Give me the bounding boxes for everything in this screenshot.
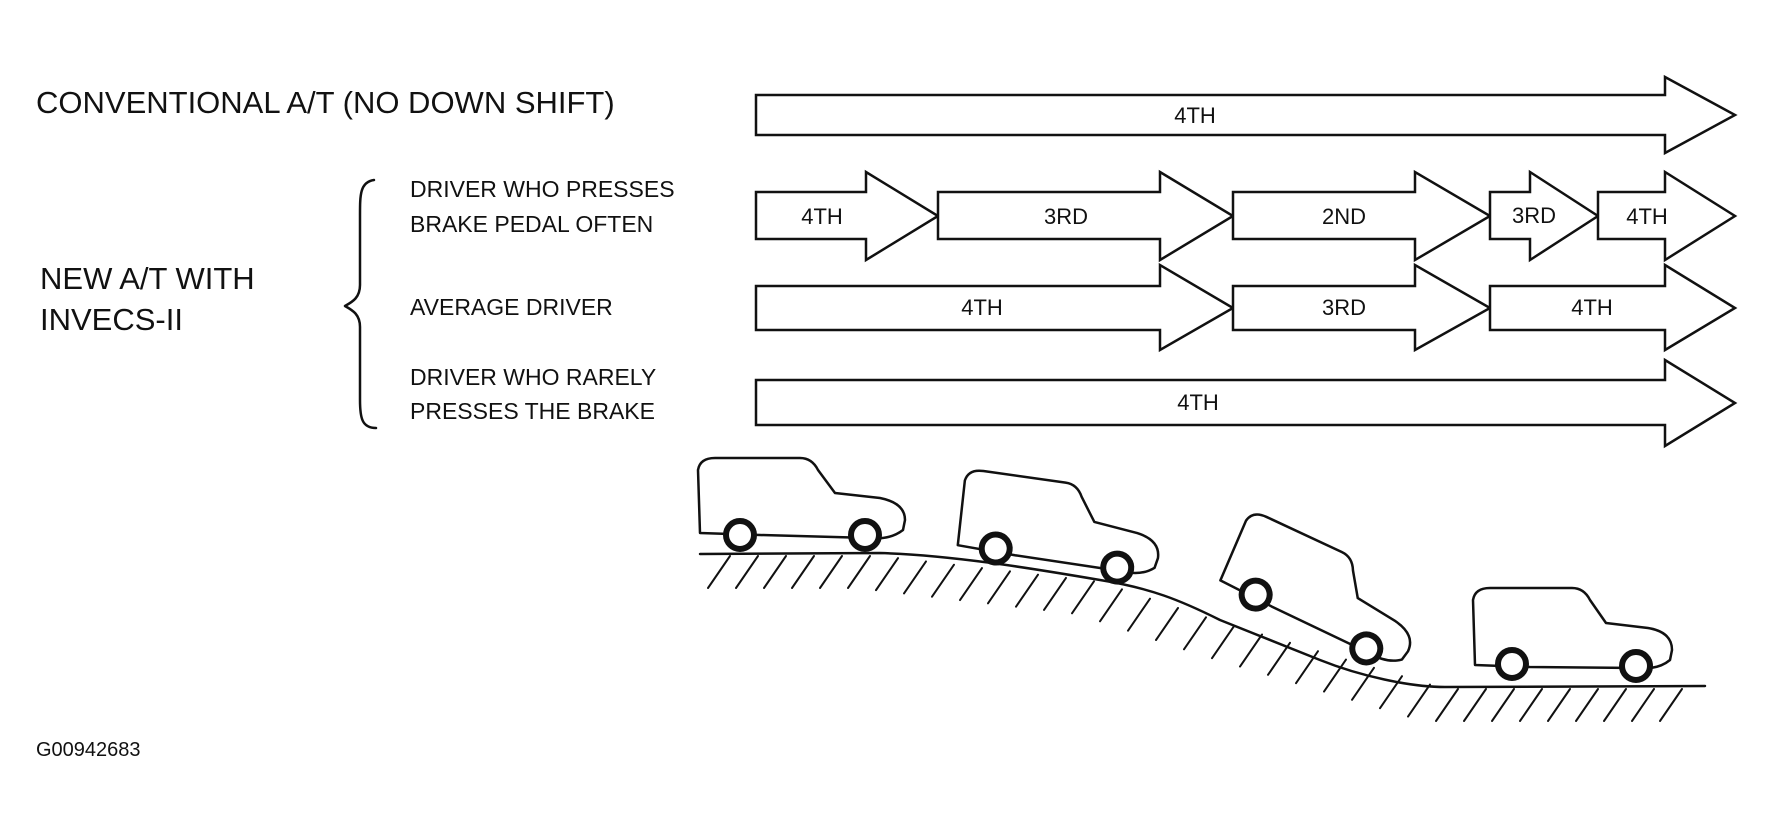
hatch-line [791,555,815,589]
hatch-line [1267,641,1291,676]
hatch-line [959,567,983,602]
hatch-line [1379,675,1403,710]
hatch-line [1099,588,1123,623]
hatch-line [735,555,759,589]
hatch-line [1239,633,1263,668]
hatch-line [847,555,871,589]
gear-label-4th: 4TH [1177,390,1219,415]
hatch-line [1351,666,1375,701]
hatch-line [1071,580,1095,615]
rarely-brake-gear-arrows: 4TH [754,357,1738,449]
gear-label-4th: 4TH [1174,103,1216,128]
hatch-line [1463,688,1487,722]
hatch-line [1575,688,1599,722]
hatch-line [1155,607,1179,641]
gear-label-4th: 4TH [1626,204,1668,229]
hatch-line [987,570,1011,605]
gear-label-4th: 4TH [801,204,843,229]
driver-often-label-line2: BRAKE PEDAL OFTEN [410,211,653,237]
conventional-at-label: CONVENTIONAL A/T (NO DOWN SHIFT) [36,85,615,120]
conventional-gear-arrow: 4TH [754,74,1738,156]
hatch-line [1183,616,1207,651]
gear-label-3rd: 3RD [1322,295,1366,320]
hatch-line [1211,625,1235,660]
hatch-line [1407,683,1431,718]
hatch-line [1603,688,1627,722]
new-at-label-line1: NEW A/T WITH [40,261,255,296]
hatch-line [1043,576,1067,611]
new-at-label-line2: INVECS-II [40,302,183,337]
hatch-line [931,563,955,598]
car-1 [696,456,907,552]
hatch-line [875,557,899,592]
driver-rarely-label-line2: PRESSES THE BRAKE [410,398,655,424]
driver-rarely-label-line1: DRIVER WHO RARELY [410,364,656,390]
car-2 [956,469,1160,585]
ground-hatching [707,555,1683,722]
car-4 [1471,586,1674,683]
hatch-line [1659,688,1683,722]
grouping-brace [343,178,378,430]
hatch-line [1435,688,1459,722]
hatch-line [1631,688,1655,722]
hatch-line [903,560,927,595]
hatch-line [1295,650,1319,685]
hill-road [698,551,1707,722]
gear-label-3rd: 3RD [1044,204,1088,229]
car-3 [1219,513,1412,666]
average-driver-label: AVERAGE DRIVER [410,294,613,320]
average-driver-gear-arrows: 4TH 3RD 4TH [754,262,1738,353]
hatch-line [1015,573,1039,608]
hatch-line [763,555,787,589]
hatch-line [1491,688,1515,722]
hatch-line [1127,597,1151,632]
gear-label-3rd: 3RD [1512,203,1556,228]
hatch-line [707,555,731,589]
gear-label-4th: 4TH [961,295,1003,320]
hatch-line [1519,688,1543,722]
hatch-line [1323,658,1347,693]
gear-label-4th: 4TH [1571,295,1613,320]
brake-often-gear-arrows: 4TH 3RD 2ND 3RD 4TH [754,169,1738,263]
hatch-line [819,555,843,589]
hatch-line [1547,688,1571,722]
figure-id: G00942683 [36,739,141,761]
gear-label-2nd: 2ND [1322,204,1366,229]
driver-often-label-line1: DRIVER WHO PRESSES [410,176,675,202]
